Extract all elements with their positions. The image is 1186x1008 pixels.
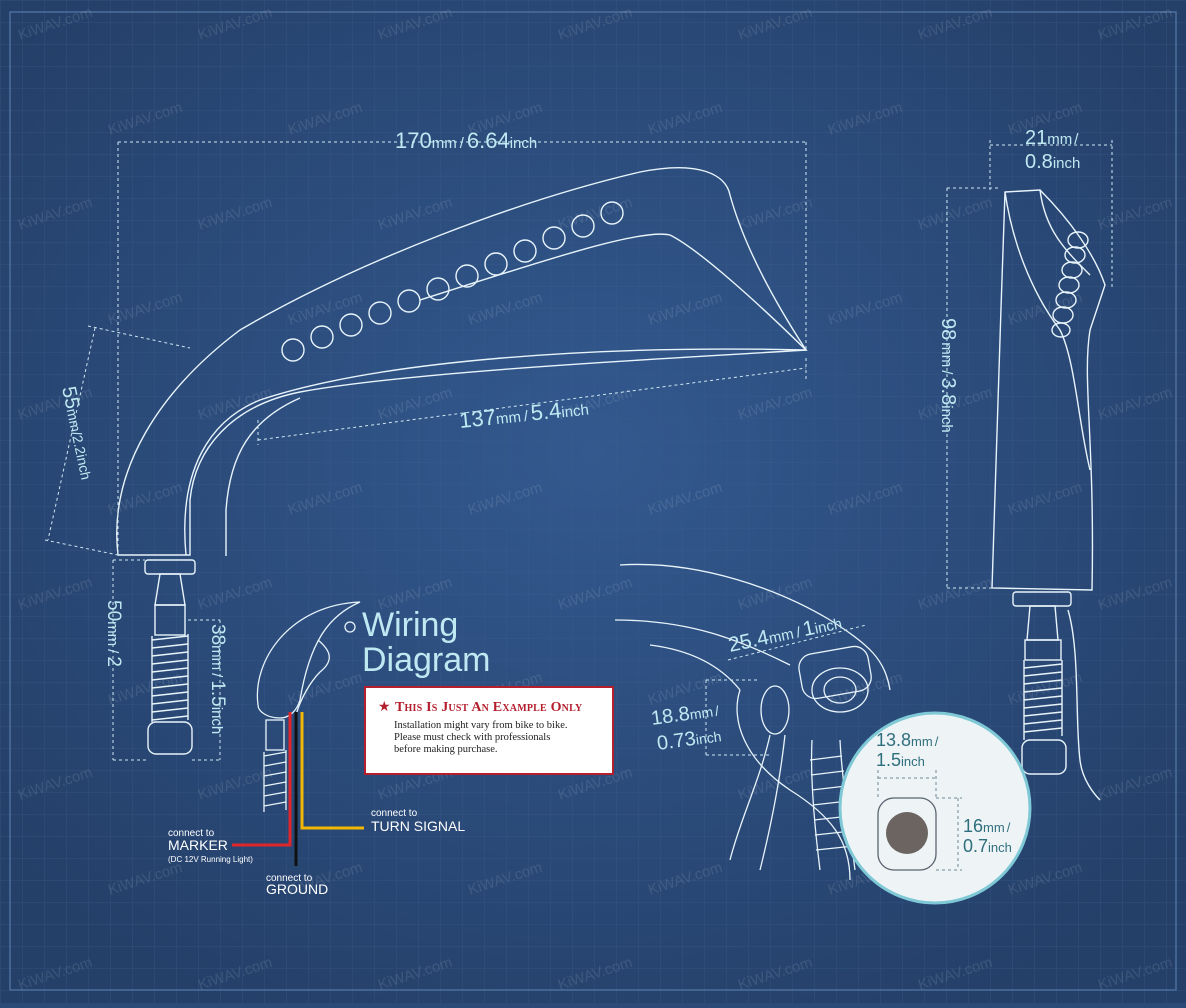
wire-labels: connect to MARKER (DC 12V Running Light)… <box>168 808 465 897</box>
stem-nut <box>147 721 193 755</box>
lever <box>729 734 786 871</box>
frame-border <box>9 11 1177 991</box>
stem-thread <box>151 634 189 722</box>
dim-side-depth-mm: 21mm/ <box>1025 127 1079 149</box>
title-line-2: Diagram <box>362 641 490 679</box>
dim-arm-height: 55mm/2.2inch <box>57 384 98 481</box>
dim-clamp-depth-mm: 18.8mm/ <box>650 699 721 730</box>
ground-connect: connect to <box>266 873 313 884</box>
dimension-lines-hole <box>877 770 962 871</box>
dim-hole-width-mm: 13.8mm/ <box>876 730 939 750</box>
marker-note: (DC 12V Running Light) <box>168 855 253 864</box>
handlebar-upper <box>619 563 891 691</box>
mount-hole <box>886 812 928 854</box>
dimension-texts: 170mm/6.64inch 137mm/5.4inch 55mm/2.2inc… <box>57 127 1080 755</box>
ground-label: GROUND <box>266 881 328 897</box>
zoom-detail <box>838 711 1032 905</box>
dim-hole-width-inch: 1.5inch <box>876 750 925 770</box>
side-housing <box>991 189 1106 591</box>
side-led-ridge <box>1051 231 1089 338</box>
wires <box>232 712 364 866</box>
side-curve <box>1004 191 1091 471</box>
marker-connect: connect to <box>168 828 215 839</box>
notice-body: Installation might vary from bike to bik… <box>378 720 602 756</box>
wiring-mirror-hole <box>344 621 356 633</box>
zoom-dimension-texts: 13.8mm/ 1.5inch 16mm/ 0.7inch <box>876 730 1012 856</box>
mount-hole-outline <box>877 797 937 871</box>
turn-connect: connect to <box>371 808 418 819</box>
wiring-mirror-sketch <box>256 601 361 812</box>
clamp-body <box>736 689 851 881</box>
mirror-arm-line <box>225 397 301 556</box>
marker-label: MARKER <box>168 837 228 853</box>
clamp-ring <box>811 667 869 713</box>
mirror-front-view <box>116 167 808 755</box>
wire-marker <box>232 712 292 847</box>
clamp-block <box>798 645 872 700</box>
dimension-lines-front <box>44 141 807 761</box>
dim-hole-height-inch: 0.7inch <box>963 836 1012 856</box>
handlebar-clamp-sketch <box>614 563 891 881</box>
wiring-stem-thread <box>263 750 287 812</box>
side-stem-body <box>1024 639 1062 661</box>
wiring-stem <box>265 719 285 751</box>
notice-title: This Is Just An Example Only <box>395 700 583 715</box>
star-icon: ★ <box>378 698 391 714</box>
wiring-title: Wiring Diagram <box>362 606 490 679</box>
notice-title-row: ★ This Is Just An Example Only <box>378 698 602 716</box>
side-nut <box>1021 739 1067 775</box>
dimension-lines-side <box>946 140 1113 589</box>
side-thread <box>1023 660 1063 740</box>
clamp-thread <box>809 755 855 851</box>
mirror-inner-edge <box>184 233 808 556</box>
dim-clamp-depth-inch: 0.73inch <box>656 724 723 755</box>
notice-line-2: Please must check with professionals <box>394 732 551 743</box>
dim-stem-total: 50mm/2 <box>103 600 124 667</box>
dim-hole-height-mm: 16mm/ <box>963 816 1011 836</box>
handlebar-lower <box>649 644 741 691</box>
led-holes <box>281 201 624 362</box>
handlebar-mid <box>614 619 791 666</box>
wire-turn <box>300 712 364 830</box>
dim-inner-width: 137mm/5.4inch <box>458 395 590 433</box>
wiring-mirror-inner <box>295 639 330 716</box>
clamp-bolt <box>760 685 790 735</box>
title-line-1: Wiring <box>362 606 458 644</box>
example-notice: ★ This Is Just An Example Only Installat… <box>364 686 614 775</box>
clamp-ring-inner <box>823 676 857 704</box>
side-cable <box>1067 609 1101 801</box>
side-edge <box>1039 189 1091 276</box>
dim-stem-thread: 38mm/1.5inch <box>207 624 228 734</box>
dim-side-height: 98mm/3.8inch <box>937 318 959 433</box>
stem-body <box>154 604 186 636</box>
wiring-mirror-shell <box>256 601 361 719</box>
notice-line-1: Installation might vary from bike to bik… <box>394 720 568 731</box>
notice-line-3: before making purchase. <box>394 744 498 755</box>
turn-label: TURN SIGNAL <box>371 818 465 834</box>
dimension-lines-clamp <box>705 624 867 756</box>
dim-side-depth-inch: 0.8inch <box>1025 151 1080 173</box>
mirror-outer-shell <box>116 167 808 556</box>
mirror-side-view <box>991 189 1106 801</box>
dim-top-width: 170mm/6.64inch <box>395 128 537 153</box>
